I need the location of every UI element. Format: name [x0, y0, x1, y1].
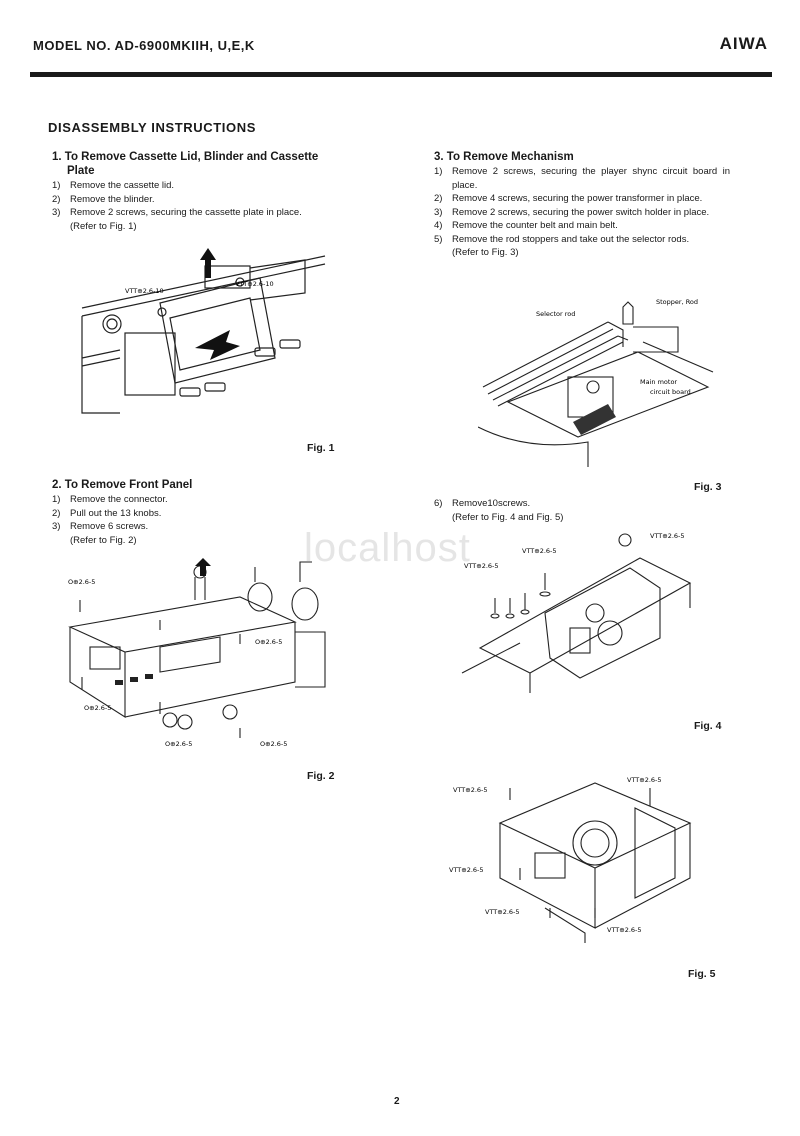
figure-3-caption: Fig. 3	[694, 481, 722, 493]
screw-callout: VTT⊕2.6-5	[464, 562, 499, 570]
screw-callout: VTT⊕2.6-5	[453, 786, 488, 794]
section-3-step-6: 6)Remove10screws. (Refer to Fig. 4 and F…	[434, 497, 730, 524]
figure-reference: (Refer to Fig. 1)	[70, 220, 137, 232]
list-item: 3)Remove 2 screws, securing the power sw…	[434, 206, 710, 218]
chassis-screws-illustration: VTT⊕2.6-5 VTT⊕2.6-5 VTT⊕2.6-5	[461, 532, 692, 693]
screw-callout: O⊕2.6-5	[84, 704, 111, 712]
screw-callout: VTT⊕2.6-5	[627, 776, 662, 784]
screw-callout: VTT⊕2.6-5	[522, 547, 557, 555]
page-title: DISASSEMBLY INSTRUCTIONS	[48, 120, 256, 135]
figure-4: VTT⊕2.6-5 VTT⊕2.6-5 VTT⊕2.6-5	[460, 528, 715, 698]
model-number: MODEL NO. AD-6900MKIIH, U,E,K	[33, 38, 255, 53]
brand-logo: AIWA	[719, 34, 768, 53]
figure-5: VTT⊕2.6-5 VTT⊕2.6-5 VTT⊕2.6-5 VTT⊕2.6-5 …	[445, 768, 705, 948]
part-callout: Selector rod	[536, 310, 575, 318]
figure-4-caption: Fig. 4	[694, 720, 722, 732]
section-1-heading-cont: Plate	[67, 165, 95, 177]
section-3: 3. To Remove Mechanism 1)Remove 2 screws…	[434, 150, 730, 260]
list-item: 6)Remove10screws.	[434, 498, 531, 509]
screw-callout: O⊕2.6-5	[165, 740, 192, 748]
figure-reference: (Refer to Fig. 2)	[70, 534, 137, 546]
part-callout: Main motor	[640, 378, 677, 386]
list-item: 1)Remove the cassette lid.	[52, 180, 175, 191]
header-rule	[30, 72, 772, 77]
mechanism-selector-rods-illustration: Selector rod Stopper, Rod Main motor cir…	[478, 298, 714, 467]
section-1-heading: 1. To Remove Cassette Lid, Blinder and C…	[52, 151, 319, 163]
screw-callout: VTT⊕2.6-10	[125, 287, 164, 295]
screw-callout: VTT⊕2.6-10	[235, 280, 274, 288]
list-item: 2)Remove 4 screws, securing the power tr…	[434, 193, 703, 204]
list-item: 1)Remove the connector.	[52, 494, 168, 505]
screw-callout: VTT⊕2.6-5	[449, 866, 484, 874]
list-item: 3)Remove 2 screws, securing the cassette…	[52, 207, 302, 218]
figure-reference: (Refer to Fig. 3)	[452, 247, 519, 258]
screw-callout: O⊕2.6-5	[68, 578, 95, 586]
figure-2-caption: Fig. 2	[307, 770, 335, 782]
figure-2: O⊕2.6-5 O⊕2.6-5 O⊕2.6-5 O⊕2.6-5 O⊕2.6-5	[60, 552, 330, 752]
page-number: 2	[394, 1096, 400, 1107]
front-panel-illustration: O⊕2.6-5 O⊕2.6-5 O⊕2.6-5 O⊕2.6-5 O⊕2.6-5	[68, 558, 326, 748]
list-item: 4)Remove the counter belt and main belt.	[434, 220, 618, 231]
figure-1: VTT⊕2.6-10 VTT⊕2.6-10	[80, 238, 330, 418]
screw-callout: O⊕2.6-5	[255, 638, 282, 646]
section-1: 1. To Remove Cassette Lid, Blinder and C…	[52, 150, 357, 233]
section-2-heading: 2. To Remove Front Panel	[52, 479, 193, 491]
screw-callout: VTT⊕2.6-5	[485, 908, 520, 916]
cassette-deck-illustration: VTT⊕2.6-10 VTT⊕2.6-10	[81, 248, 326, 414]
player-board-illustration: VTT⊕2.6-5 VTT⊕2.6-5 VTT⊕2.6-5 VTT⊕2.6-5 …	[449, 776, 692, 943]
list-item: 2)Remove the blinder.	[52, 193, 155, 205]
figure-5-caption: Fig. 5	[688, 968, 716, 980]
screw-callout: VTT⊕2.6-5	[650, 532, 685, 540]
list-item: 3)Remove 6 screws.	[52, 521, 149, 532]
section-3-heading: 3. To Remove Mechanism	[434, 151, 574, 163]
list-item: 2)Pull out the 13 knobs.	[52, 507, 162, 519]
list-item: 1)Remove 2 screws, securing the player s…	[434, 166, 730, 191]
watermark: localhost	[304, 526, 471, 570]
section-2: 2. To Remove Front Panel 1)Remove the co…	[52, 478, 352, 547]
part-callout: circuit board	[650, 388, 691, 396]
screw-callout: VTT⊕2.6-5	[607, 926, 642, 934]
list-item: 5)Remove the rod stoppers and take out t…	[434, 233, 690, 245]
screw-callout: O⊕2.6-5	[260, 740, 287, 748]
figure-3: Selector rod Stopper, Rod Main motor cir…	[478, 292, 728, 467]
part-callout: Stopper, Rod	[656, 298, 698, 306]
figure-reference: (Refer to Fig. 4 and Fig. 5)	[452, 511, 564, 523]
figure-1-caption: Fig. 1	[307, 442, 335, 454]
